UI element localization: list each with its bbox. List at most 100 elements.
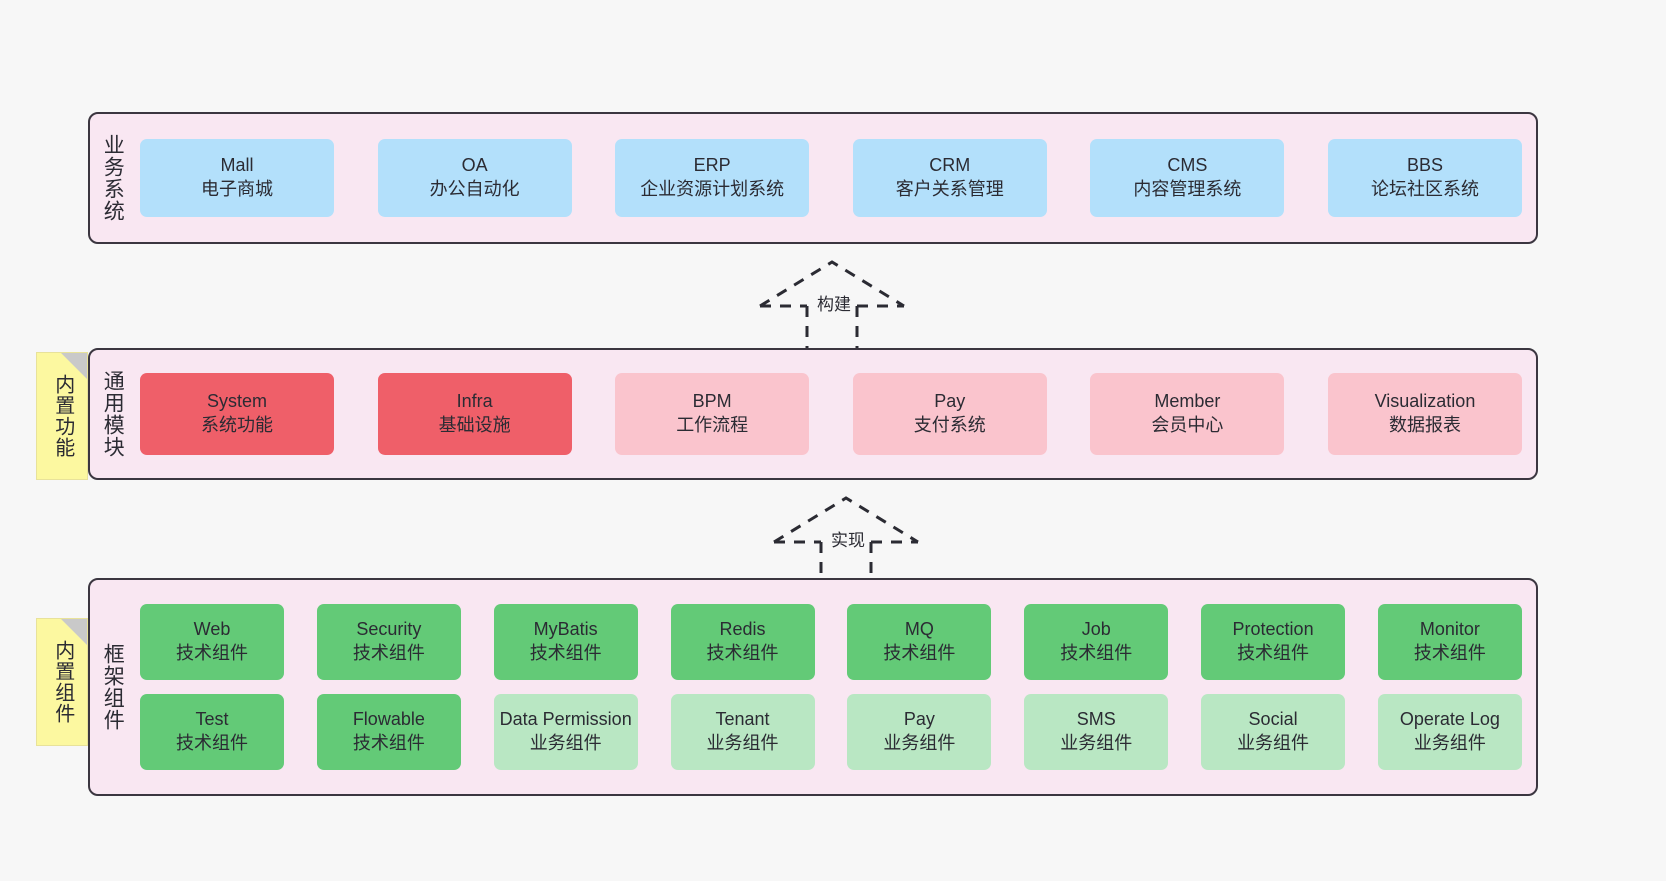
- card-security[interactable]: Security 技术组件: [316, 604, 461, 680]
- card-title-en: Data Permission: [499, 709, 632, 730]
- card-title-en: System: [206, 391, 267, 412]
- arrow-implement-label: 实现: [831, 531, 865, 550]
- card-mall[interactable]: Mall 电子商城: [140, 139, 334, 217]
- card-title-cn: 技术组件: [706, 643, 779, 663]
- card-title-cn: 技术组件: [1237, 643, 1310, 663]
- card-title-cn: 技术组件: [883, 643, 956, 663]
- card-title-cn: 业务组件: [1060, 733, 1133, 753]
- note-fold-corner-icon: [61, 353, 87, 379]
- card-title-cn: 技术组件: [352, 643, 425, 663]
- card-title-en: Security: [356, 619, 422, 640]
- card-title-en: Tenant: [715, 709, 770, 730]
- card-oa[interactable]: OA 办公自动化: [377, 139, 572, 217]
- note-builtin-component: 内置组件: [36, 618, 88, 746]
- card-bpm[interactable]: BPM 工作流程: [615, 373, 810, 455]
- card-web[interactable]: Web 技术组件: [140, 604, 284, 680]
- layer-business-systems: 业务系统 Mall 电子商城 OA 办公自动化 ERP 企业资源计划系统 CRM 客户关系管理…: [88, 112, 1538, 244]
- card-title-en: OA: [461, 155, 488, 176]
- card-title-cn: 技术组件: [176, 733, 248, 753]
- card-data-permission[interactable]: Data Permission 业务组件: [493, 694, 638, 770]
- card-title-en: Social: [1248, 709, 1298, 730]
- card-title-en: Job: [1081, 619, 1111, 640]
- card-pay[interactable]: Pay 业务组件: [847, 694, 992, 770]
- card-bbs[interactable]: BBS 论坛社区系统: [1327, 139, 1522, 217]
- card-infra[interactable]: Infra 基础设施: [377, 373, 572, 455]
- card-title-cn: 技术组件: [176, 643, 248, 663]
- card-system[interactable]: System 系统功能: [140, 373, 334, 455]
- card-erp[interactable]: ERP 企业资源计划系统: [615, 139, 810, 217]
- card-title-en: Member: [1154, 391, 1221, 412]
- card-title-en: Redis: [719, 619, 766, 640]
- card-title-cn: 业务组件: [706, 733, 779, 753]
- card-redis[interactable]: Redis 技术组件: [670, 604, 815, 680]
- arrow-build-label: 构建: [817, 295, 851, 314]
- common-modules-row: System 系统功能 Infra 基础设施 BPM 工作流程 Pay 支付系统 Member 会…: [140, 373, 1522, 455]
- card-title-cn: 技术组件: [352, 733, 425, 753]
- card-member[interactable]: Member 会员中心: [1090, 373, 1285, 455]
- card-title-en: Pay: [903, 709, 935, 730]
- card-protection[interactable]: Protection 技术组件: [1201, 604, 1346, 680]
- card-title-en: Flowable: [352, 709, 425, 730]
- card-title-en: ERP: [693, 155, 731, 176]
- card-flowable[interactable]: Flowable 技术组件: [316, 694, 461, 770]
- card-job[interactable]: Job 技术组件: [1024, 604, 1169, 680]
- card-title-en: Mall: [220, 155, 254, 176]
- card-title-en: Infra: [456, 391, 493, 412]
- card-title-cn: 会员中心: [1151, 415, 1224, 435]
- card-social[interactable]: Social 业务组件: [1201, 694, 1346, 770]
- card-title-en: CMS: [1167, 155, 1208, 176]
- card-title-cn: 工作流程: [676, 415, 749, 435]
- card-visualization[interactable]: Visualization 数据报表: [1327, 373, 1522, 455]
- layer-framework-components-title: 框架组件: [101, 643, 125, 731]
- card-title-en: Monitor: [1419, 619, 1480, 640]
- card-title-cn: 技术组件: [1060, 643, 1133, 663]
- card-title-cn: 业务组件: [1237, 733, 1310, 753]
- card-title-cn: 企业资源计划系统: [640, 179, 785, 199]
- card-title-cn: 业务组件: [1413, 733, 1486, 753]
- note-builtin-function: 内置功能: [36, 352, 88, 480]
- card-pay[interactable]: Pay 支付系统: [852, 373, 1047, 455]
- layer-common-modules: 通用模块 System 系统功能 Infra 基础设施 BPM 工作流程 Pay 支付系统 Me…: [88, 348, 1538, 480]
- card-title-cn: 数据报表: [1388, 415, 1461, 435]
- card-title-cn: 系统功能: [201, 415, 273, 435]
- card-title-en: Web: [193, 619, 231, 640]
- card-title-en: BPM: [692, 391, 732, 412]
- card-title-cn: 基础设施: [438, 415, 511, 435]
- layer-common-modules-title: 通用模块: [101, 370, 125, 458]
- card-title-cn: 业务组件: [529, 733, 602, 753]
- card-title-cn: 支付系统: [913, 415, 986, 435]
- card-title-cn: 客户关系管理: [895, 179, 1004, 199]
- card-crm[interactable]: CRM 客户关系管理: [852, 139, 1047, 217]
- card-mq[interactable]: MQ 技术组件: [847, 604, 992, 680]
- card-title-en: CRM: [929, 155, 971, 176]
- card-title-cn: 电子商城: [201, 179, 273, 199]
- card-title-en: SMS: [1076, 709, 1116, 730]
- card-title-cn: 论坛社区系统: [1370, 179, 1479, 199]
- layer-business-systems-title: 业务系统: [101, 134, 125, 222]
- card-title-en: BBS: [1406, 155, 1443, 176]
- card-title-en: Protection: [1232, 619, 1314, 640]
- note-fold-corner-icon: [61, 619, 87, 645]
- card-sms[interactable]: SMS 业务组件: [1024, 694, 1169, 770]
- note-builtin-function-label: 内置功能: [51, 374, 74, 458]
- note-builtin-component-label: 内置组件: [51, 640, 74, 724]
- card-title-cn: 业务组件: [883, 733, 956, 753]
- card-title-en: MyBatis: [533, 619, 598, 640]
- card-title-en: Visualization: [1374, 391, 1476, 412]
- card-title-cn: 办公自动化: [429, 179, 520, 199]
- card-title-en: MQ: [904, 619, 934, 640]
- card-tenant[interactable]: Tenant 业务组件: [670, 694, 815, 770]
- card-title-en: Pay: [934, 391, 966, 412]
